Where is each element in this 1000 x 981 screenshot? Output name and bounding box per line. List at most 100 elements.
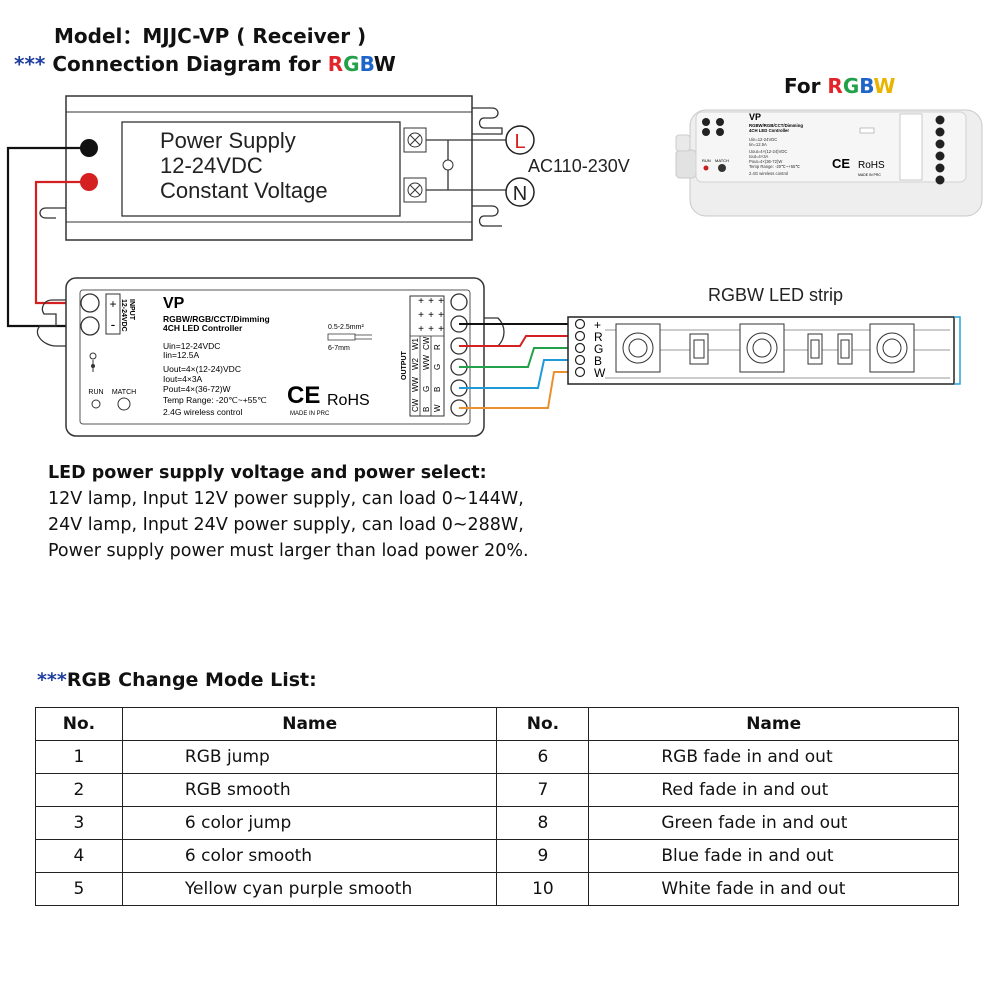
photo-title: For RGBW bbox=[784, 74, 895, 98]
svg-text:W2: W2 bbox=[411, 357, 420, 370]
svg-text:+: + bbox=[438, 324, 444, 335]
letter-b: B bbox=[359, 52, 374, 76]
mode-name: RGB jump bbox=[121, 740, 498, 774]
ps-line1: Power Supply bbox=[160, 128, 296, 153]
photo-line2: 4CH LED Controller bbox=[749, 128, 789, 133]
positive-wire bbox=[34, 180, 90, 305]
letter-r: R bbox=[327, 52, 344, 76]
photo-letter-b: B bbox=[859, 74, 874, 98]
photo-made-in: MADE IN PRC bbox=[858, 173, 881, 177]
mode-name: RGB fade in and out bbox=[588, 740, 959, 774]
led-strip: RGBW LED strip + R G B W bbox=[567, 285, 961, 385]
mode-name: Yellow cyan purple smooth bbox=[121, 872, 498, 906]
power-supply: Power Supply 12-24VDC Constant Voltage L… bbox=[39, 95, 630, 241]
photo-title-prefix: For bbox=[784, 74, 828, 98]
mode-name: RGB smooth bbox=[121, 773, 498, 807]
mode-name: Red fade in and out bbox=[588, 773, 959, 807]
pin-w: W bbox=[594, 366, 606, 380]
table-row: 1 RGB jump 6 RGB fade in and out bbox=[35, 740, 959, 774]
table-row: 4 6 color smooth 9 Blue fade in and out bbox=[35, 839, 959, 873]
mode-name: Green fade in and out bbox=[588, 806, 959, 840]
ps-line3: Constant Voltage bbox=[160, 178, 328, 203]
controller-subtitle1: RGBW/RGB/CCT/Dimming bbox=[163, 314, 270, 324]
svg-text:CW: CW bbox=[422, 336, 431, 350]
notes-line: 12V lamp, Input 12V power supply, can lo… bbox=[48, 489, 524, 509]
mode-no: 3 bbox=[35, 806, 123, 840]
notes-line: 24V lamp, Input 24V power supply, can lo… bbox=[48, 515, 524, 535]
run-label: RUN bbox=[88, 389, 103, 396]
mode-table: No. Name No. Name 1 RGB jump 6 RGB fade … bbox=[35, 707, 959, 906]
svg-text:Uin=12-24VDC: Uin=12-24VDC bbox=[749, 137, 777, 142]
wire-green bbox=[459, 347, 577, 368]
table-row: 5 Yellow cyan purple smooth 10 White fad… bbox=[35, 872, 959, 906]
svg-text:+: + bbox=[418, 324, 424, 335]
mode-table-header: No. Name No. Name bbox=[35, 707, 959, 741]
input-voltage-label: 12-24VDC bbox=[120, 299, 127, 332]
ce-mark: CE bbox=[287, 382, 320, 409]
svg-text:WW: WW bbox=[422, 354, 431, 370]
table-row: 2 RGB smooth 7 Red fade in and out bbox=[35, 773, 959, 807]
svg-text:G: G bbox=[422, 386, 431, 392]
svg-text:B: B bbox=[422, 407, 431, 412]
svg-text:Pout=4×(36-72)W: Pout=4×(36-72)W bbox=[749, 159, 782, 164]
mode-no: 7 bbox=[496, 773, 590, 807]
svg-text:Iout=4×3A: Iout=4×3A bbox=[749, 154, 769, 159]
svg-text:CE: CE bbox=[832, 156, 850, 171]
svg-text:+: + bbox=[418, 310, 424, 321]
svg-text:2.4G wireless control: 2.4G wireless control bbox=[749, 171, 788, 176]
n-label: N bbox=[513, 183, 527, 205]
mode-list-title: ***RGB Change Mode List: bbox=[37, 669, 317, 691]
input-label: INPUT bbox=[128, 299, 135, 321]
run-led bbox=[91, 399, 101, 409]
controller-wireless: 2.4G wireless control bbox=[163, 407, 242, 417]
header-no: No. bbox=[35, 707, 123, 741]
controller-photo: RUN MATCH VP RGBW/RGB/CCT/Dimming 4CH LE… bbox=[675, 109, 983, 217]
mode-no: 9 bbox=[496, 839, 590, 873]
connection-prefix: Connection Diagram for bbox=[52, 52, 328, 76]
ps-line2: 12-24VDC bbox=[160, 153, 263, 178]
mode-no: 1 bbox=[35, 740, 123, 774]
strip-length: 6-7mm bbox=[328, 345, 350, 352]
photo-match: MATCH bbox=[715, 158, 729, 163]
wire-red bbox=[459, 335, 577, 347]
mode-no: 2 bbox=[35, 773, 123, 807]
svg-text:W: W bbox=[433, 404, 442, 412]
l-terminal-icon bbox=[505, 125, 535, 155]
svg-text:+: + bbox=[428, 324, 434, 335]
mode-no: 8 bbox=[496, 806, 590, 840]
letter-w: W bbox=[373, 52, 396, 76]
table-row: 3 6 color jump 8 Green fade in and out bbox=[35, 806, 959, 840]
svg-text:W1: W1 bbox=[411, 337, 420, 350]
resistors bbox=[689, 333, 853, 365]
controller-subtitle2: 4CH LED Controller bbox=[163, 323, 243, 333]
pin-b: B bbox=[594, 354, 602, 368]
svg-text:CW: CW bbox=[411, 398, 420, 412]
mode-stars: *** bbox=[37, 669, 67, 691]
header-name: Name bbox=[588, 707, 959, 741]
header-no: No. bbox=[496, 707, 590, 741]
model-title: Model：MJJC-VP ( Receiver ) bbox=[54, 24, 367, 48]
svg-text:RoHS: RoHS bbox=[858, 160, 885, 171]
mode-name: 6 color jump bbox=[121, 806, 498, 840]
svg-text:WW: WW bbox=[411, 376, 420, 392]
controller-uin: Uin=12-24VDC bbox=[163, 341, 220, 351]
rohs-mark: RoHS bbox=[327, 392, 370, 409]
made-in: MADE IN PRC bbox=[290, 411, 330, 417]
photo-line1: RGBW/RGB/CCT/Dimming bbox=[749, 123, 803, 128]
photo-letter-g: G bbox=[842, 74, 860, 98]
svg-text:+: + bbox=[428, 296, 434, 307]
controller-iout: Iout=4×3A bbox=[163, 374, 203, 384]
match-button[interactable] bbox=[117, 397, 131, 411]
notes: LED power supply voltage and power selec… bbox=[48, 460, 529, 564]
mode-name: 6 color smooth bbox=[121, 839, 498, 873]
svg-text:Iin=12.5A: Iin=12.5A bbox=[749, 142, 767, 147]
controller: + - INPUT 12-24VDC RUN MATCH VP RGBW/RGB… bbox=[36, 277, 505, 437]
match-label: MATCH bbox=[112, 389, 136, 396]
svg-text:R: R bbox=[433, 344, 442, 350]
wiring-diagram: Power Supply 12-24VDC Constant Voltage L… bbox=[6, 95, 983, 437]
led-chip bbox=[739, 323, 785, 373]
svg-text:B: B bbox=[433, 387, 442, 392]
led-chip bbox=[615, 323, 661, 373]
wire-blue bbox=[459, 359, 577, 389]
mode-no: 5 bbox=[35, 872, 123, 906]
